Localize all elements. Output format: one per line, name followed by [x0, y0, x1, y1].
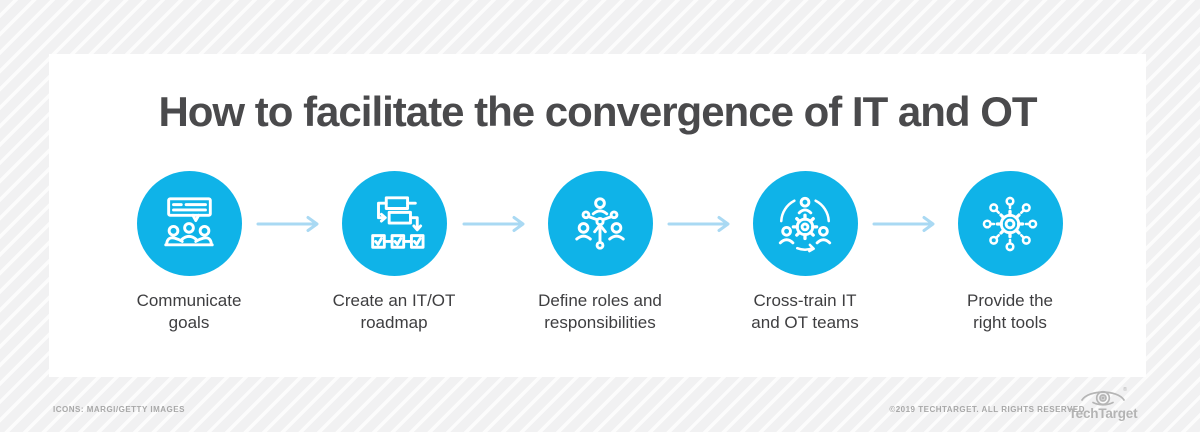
step-label: Provide the right tools: [907, 290, 1113, 334]
icons-credit: ICONS: MARGI/GETTY IMAGES: [53, 405, 185, 414]
infographic-card: How to facilitate the convergence of IT …: [49, 54, 1146, 377]
step-circle: [957, 171, 1063, 276]
cross-train-teams-icon: [778, 196, 832, 252]
copyright-notice: ©2019 TECHTARGET. ALL RIGHTS RESERVED: [889, 405, 1085, 414]
itot-roadmap-icon: [371, 195, 425, 249]
step-cross-train: Cross-train IT and OT teams: [702, 171, 908, 334]
step-label-line1: Communicate: [136, 291, 242, 310]
step-label: Define roles and responsibilities: [497, 290, 703, 334]
step-circle: [341, 171, 447, 276]
svg-text:®: ®: [1123, 386, 1127, 393]
techtarget-eye-icon: ®: [1081, 386, 1127, 406]
step-label-line2: responsibilities: [544, 313, 656, 332]
step-label-line2: goals: [168, 313, 210, 332]
flow-arrow-icon: [256, 216, 319, 232]
step-label: Communicate goals: [86, 290, 292, 334]
step-label-line1: Create an IT/OT: [332, 291, 456, 310]
step-itot-roadmap: Create an IT/OT roadmap: [291, 171, 497, 334]
step-communicate-goals: Communicate goals: [86, 171, 292, 334]
step-circle: [547, 171, 653, 276]
step-circle: [136, 171, 242, 276]
step-label-line2: right tools: [973, 313, 1047, 332]
step-define-roles: Define roles and responsibilities: [497, 171, 703, 334]
step-label: Create an IT/OT roadmap: [291, 290, 497, 334]
flow-arrow-icon: [462, 216, 525, 232]
step-label-line2: and OT teams: [751, 313, 859, 332]
flow-arrow-icon: [872, 216, 935, 232]
step-label-line1: Provide the: [967, 291, 1053, 310]
roles-network-icon: [575, 196, 625, 250]
flow-arrow-icon: [667, 216, 730, 232]
techtarget-logo: ® TechTarget: [1060, 385, 1146, 421]
step-label: Cross-train IT and OT teams: [702, 290, 908, 334]
provide-tools-icon: [982, 196, 1038, 251]
step-label-line2: roadmap: [360, 313, 428, 332]
page-title: How to facilitate the convergence of IT …: [158, 88, 1037, 135]
step-circle: [752, 171, 858, 276]
step-label-line1: Define roles and: [538, 291, 662, 310]
step-label-line1: Cross-train IT: [753, 291, 857, 310]
techtarget-wordmark: TechTarget: [1068, 406, 1138, 421]
communicate-goals-icon: [164, 196, 214, 246]
step-provide-tools: Provide the right tools: [907, 171, 1113, 334]
